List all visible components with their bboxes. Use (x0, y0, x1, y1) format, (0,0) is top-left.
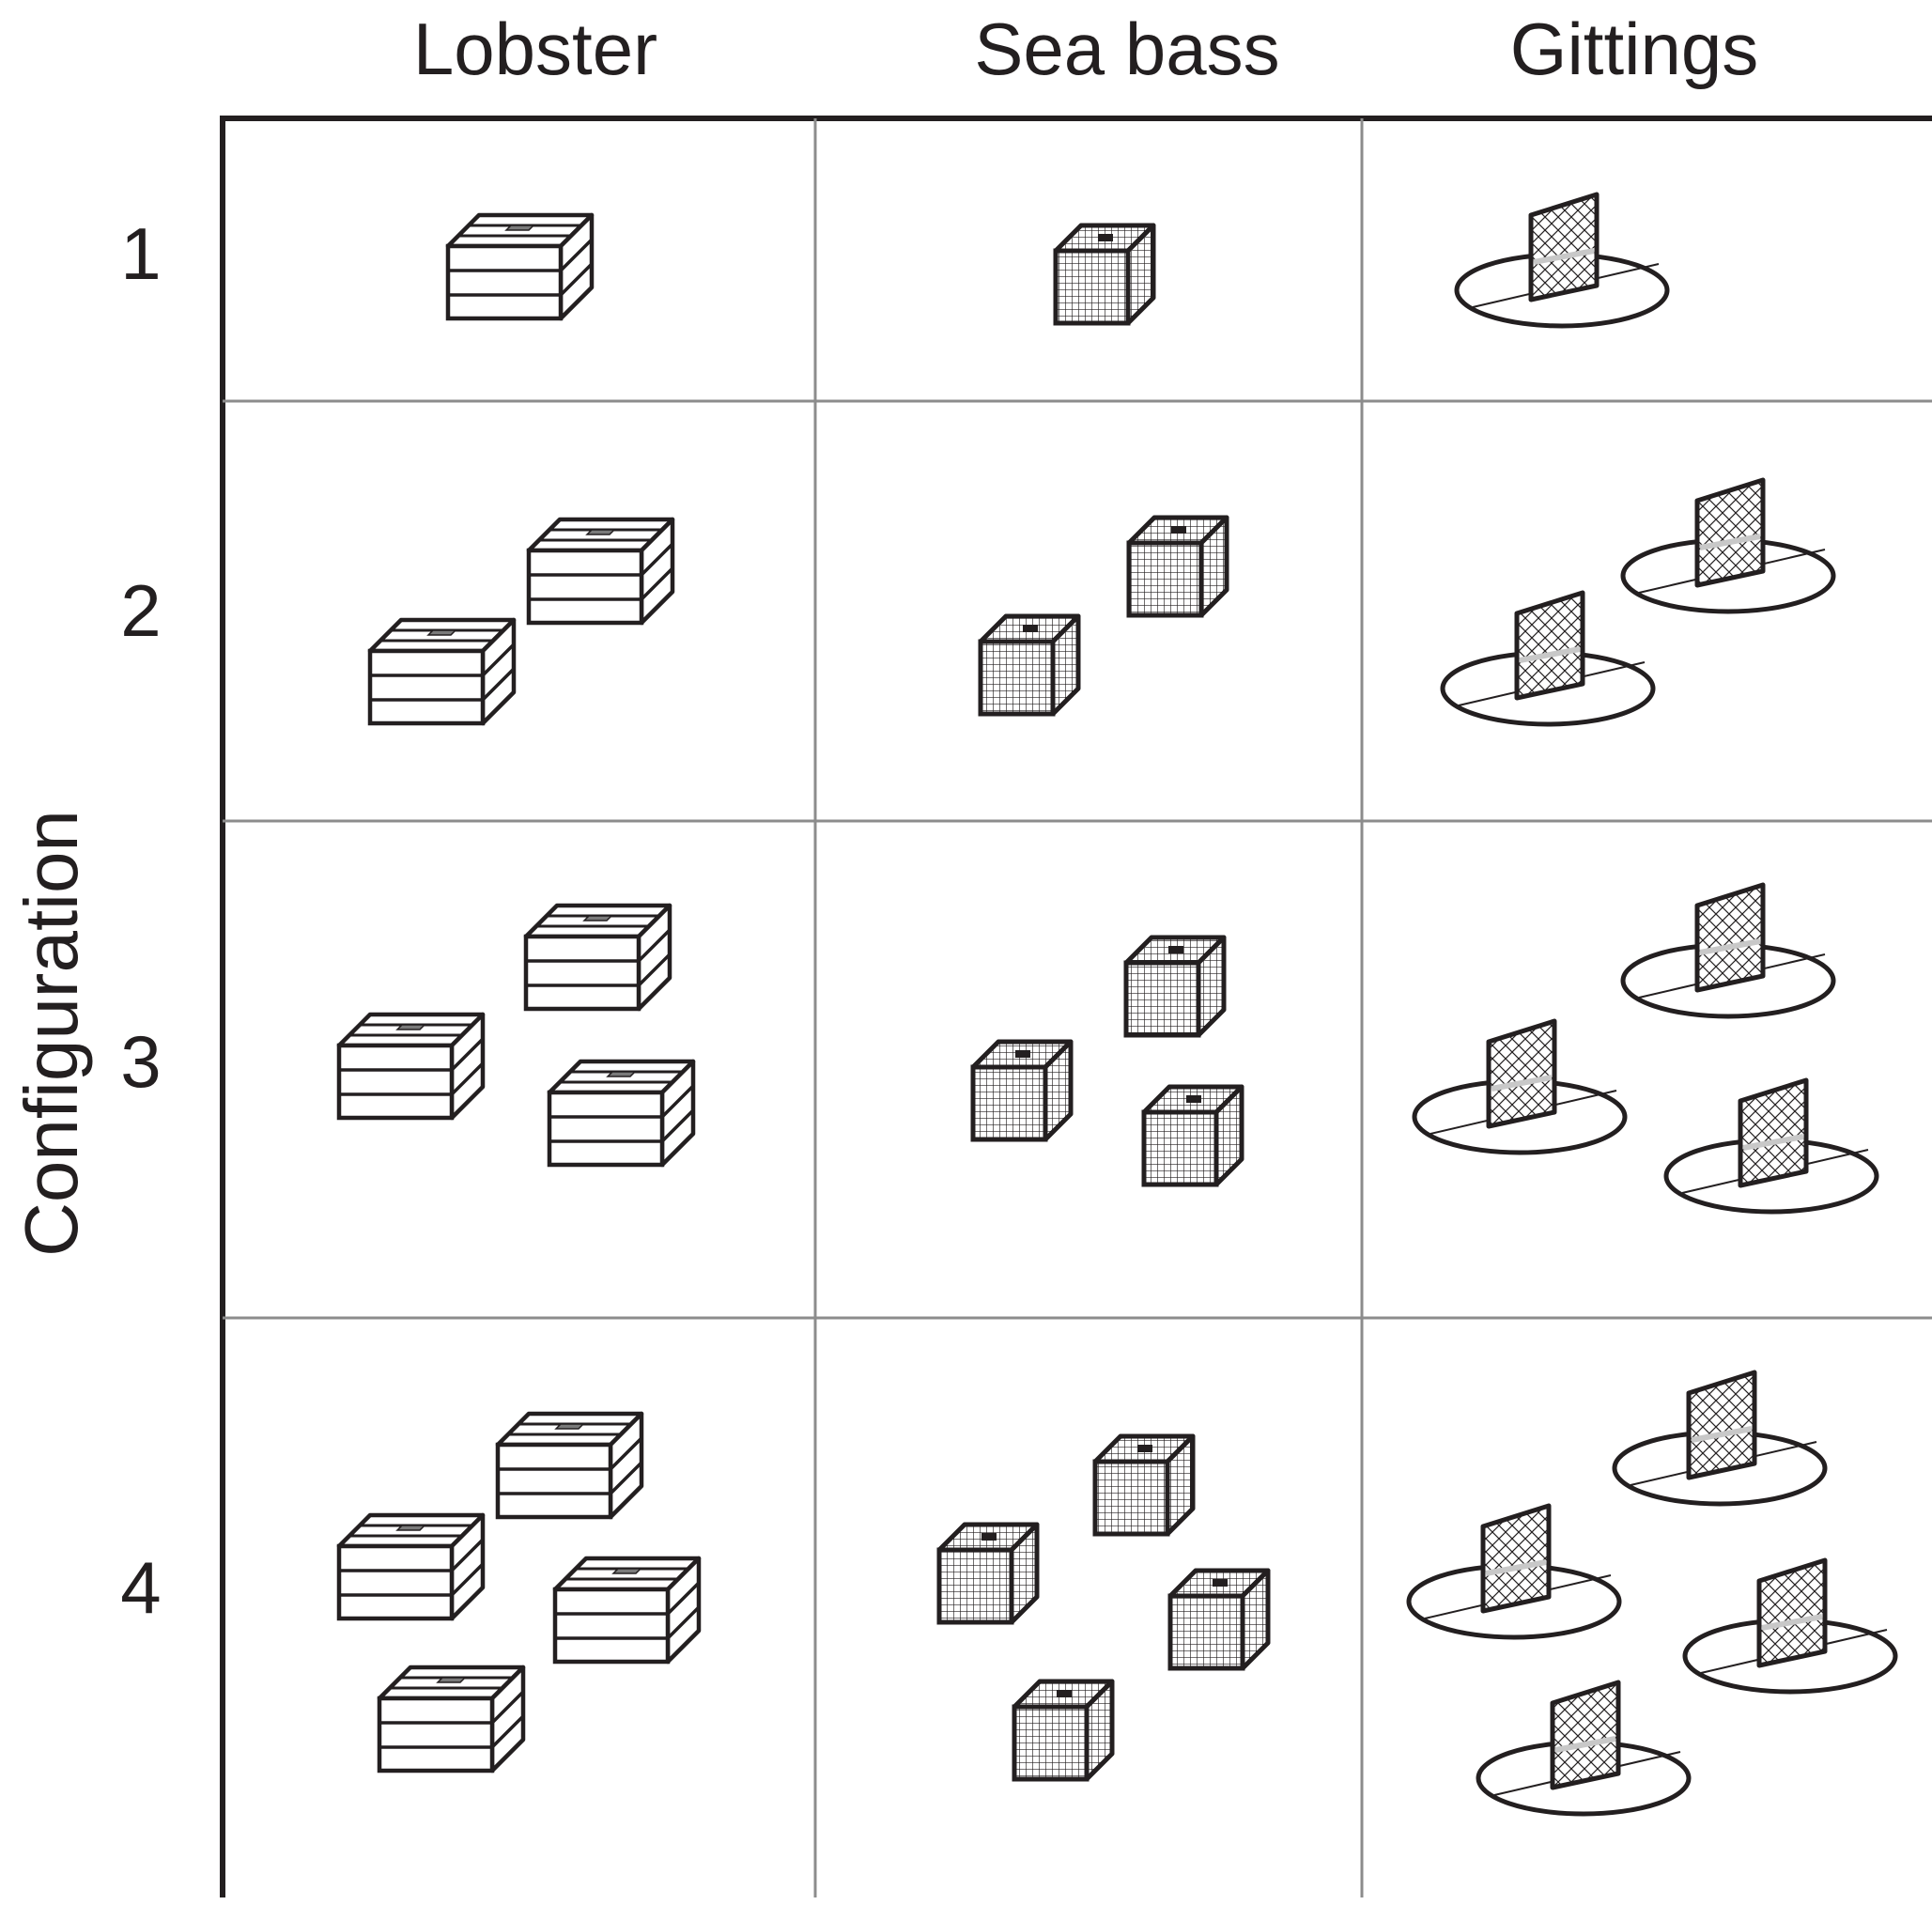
sea-bass-cage-icon (1012, 1679, 1115, 1782)
sea-bass-cage-icon (1053, 223, 1156, 326)
row-label-3: 3 (120, 1020, 162, 1103)
axis-title-configuration: Configuration (9, 810, 93, 1257)
lobster-pot-icon (367, 617, 517, 726)
sea-bass-cage-icon (970, 1039, 1074, 1142)
sea-bass-cage-icon (936, 1522, 1040, 1625)
gitting-net-icon (1612, 1370, 1828, 1507)
sea-bass-cage-icon (1167, 1568, 1271, 1671)
lobster-pot-icon (336, 1012, 486, 1121)
table-grid (220, 116, 1932, 1897)
lobster-pot-icon (547, 1059, 696, 1168)
lobster-pot-icon (445, 212, 595, 321)
row-label-2: 2 (120, 569, 162, 652)
gitting-net-icon (1454, 192, 1670, 329)
sea-bass-cage-icon (1092, 1433, 1196, 1537)
gitting-net-icon (1476, 1680, 1692, 1817)
gitting-net-icon (1682, 1557, 1898, 1695)
gitting-net-icon (1620, 882, 1836, 1019)
gitting-net-icon (1440, 590, 1656, 727)
lobster-pot-icon (336, 1512, 486, 1621)
sea-bass-cage-icon (1126, 515, 1229, 618)
lobster-pot-icon (495, 1411, 644, 1520)
column-label-sea-bass: Sea bass (974, 8, 1280, 90)
gitting-net-icon (1663, 1077, 1879, 1215)
column-label-lobster: Lobster (412, 8, 658, 90)
lobster-pot-icon (526, 517, 675, 626)
row-label-4: 4 (120, 1546, 162, 1629)
lobster-pot-icon (523, 903, 672, 1012)
row-label-1: 1 (120, 212, 162, 295)
gitting-net-icon (1406, 1503, 1622, 1640)
gitting-net-icon (1620, 477, 1836, 614)
lobster-pot-icon (552, 1556, 702, 1665)
column-label-gittings: Gittings (1509, 8, 1759, 90)
gitting-net-icon (1412, 1018, 1628, 1155)
sea-bass-cage-icon (1123, 935, 1227, 1038)
lobster-pot-icon (377, 1665, 526, 1773)
sea-bass-cage-icon (978, 613, 1081, 717)
sea-bass-cage-icon (1141, 1084, 1244, 1187)
